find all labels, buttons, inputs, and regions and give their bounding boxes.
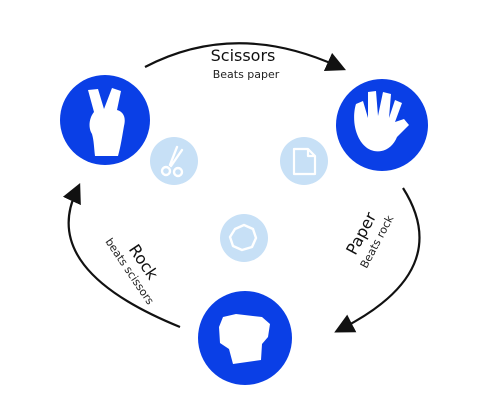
rock-symbol-node bbox=[220, 214, 268, 262]
scissors-hand-icon bbox=[88, 88, 125, 156]
paper-symbol-node bbox=[280, 137, 328, 185]
scissors-icon bbox=[160, 145, 184, 178]
document-icon bbox=[292, 147, 317, 176]
rock-hand-icon bbox=[219, 314, 270, 364]
paper-label: Paper Beats rock bbox=[342, 209, 397, 271]
rock-icon bbox=[228, 223, 258, 252]
arrow-scissors-to-paper bbox=[144, 42, 347, 71]
rock-hand-node bbox=[198, 291, 292, 385]
scissors-symbol-node bbox=[150, 137, 198, 185]
scissors-title: Scissors bbox=[211, 46, 276, 65]
arrow-rock-to-scissors bbox=[62, 183, 181, 329]
paper-hand-icon bbox=[354, 91, 409, 152]
paper-symbol-circle bbox=[280, 137, 328, 185]
scissors-label: Scissors Beats paper bbox=[211, 46, 280, 81]
rock-label: Rock beats scissors bbox=[102, 236, 162, 308]
scissors-subtitle: Beats paper bbox=[213, 68, 280, 81]
rock-symbol-circle bbox=[220, 214, 268, 262]
arrow-paper-to-rock bbox=[334, 187, 421, 333]
scissors-hand-node bbox=[60, 75, 150, 165]
paper-hand-node bbox=[336, 79, 428, 171]
